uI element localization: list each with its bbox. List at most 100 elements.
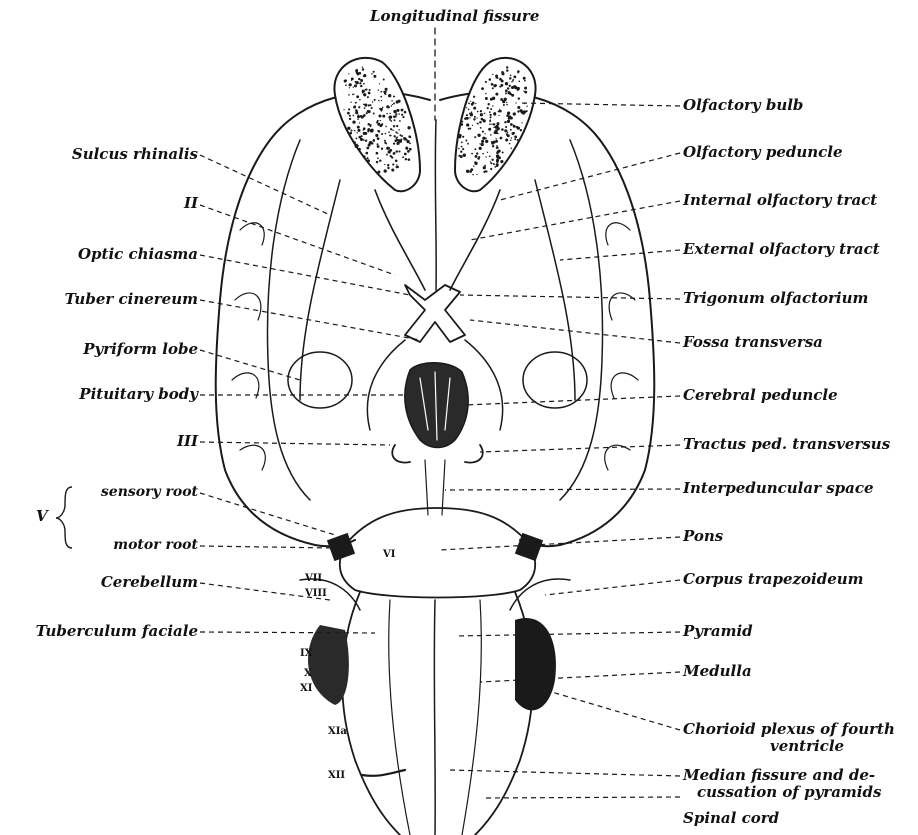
- bulb-speckle: [458, 155, 460, 157]
- bulb-speckle: [373, 71, 375, 73]
- bulb-speckle: [485, 133, 486, 134]
- bulb-speckle: [522, 112, 525, 115]
- bulb-speckle: [469, 113, 471, 115]
- bulb-speckle: [392, 104, 393, 105]
- bulb-speckle: [504, 129, 507, 132]
- bulb-speckle: [502, 100, 505, 103]
- bulb-speckle: [388, 94, 391, 97]
- label-internal-olfactory-tract: Internal olfactory tract: [683, 192, 877, 209]
- bulb-speckle: [466, 107, 467, 108]
- bulb-speckle: [489, 114, 491, 116]
- bulb-speckle: [345, 84, 347, 86]
- numeral-xi: XI: [300, 683, 312, 694]
- bulb-speckle: [460, 123, 463, 126]
- bulb-speckle: [349, 132, 352, 135]
- bulb-speckle: [506, 104, 508, 106]
- bulb-speckle: [352, 94, 354, 96]
- bulb-speckle: [393, 153, 394, 154]
- bulb-speckle: [359, 122, 360, 123]
- bulb-speckle: [367, 96, 369, 98]
- bulb-speckle: [379, 124, 382, 127]
- bulb-speckle: [514, 135, 517, 138]
- bulb-speckle: [348, 108, 350, 110]
- bulb-speckle: [357, 126, 360, 129]
- label-chorioid-plexus-line1: Chorioid plexus of fourth: [683, 721, 895, 738]
- label-tractus-ped-transversus: Tractus ped. transversus: [683, 436, 890, 453]
- bulb-speckle: [368, 110, 371, 113]
- bulb-speckle: [461, 146, 463, 148]
- bulb-speckle: [384, 142, 386, 144]
- bulb-speckle: [355, 81, 358, 84]
- bulb-speckle: [488, 103, 490, 105]
- bulb-speckle: [494, 166, 496, 168]
- bulb-speckle: [377, 137, 380, 140]
- bulb-speckle: [507, 120, 510, 123]
- label-sensory-root: sensory root: [101, 484, 198, 501]
- bulb-speckle: [371, 142, 374, 145]
- bulb-speckle: [481, 140, 484, 143]
- bulb-speckle: [406, 140, 409, 143]
- bulb-speckle: [460, 134, 461, 135]
- bulb-speckle: [510, 129, 512, 131]
- bulb-speckle: [492, 87, 494, 89]
- bulb-speckle: [479, 121, 482, 124]
- bulb-speckle: [399, 120, 401, 122]
- numeral-x: X: [304, 668, 312, 679]
- bulb-speckle: [396, 164, 398, 166]
- bulb-speckle: [509, 85, 511, 87]
- bulb-speckle: [378, 100, 380, 102]
- bulb-speckle: [513, 125, 516, 128]
- bulb-speckle: [524, 87, 527, 90]
- label-longitudinal-fissure: Longitudinal fissure: [370, 8, 539, 25]
- bulb-speckle: [382, 107, 384, 109]
- bulb-speckle: [490, 108, 492, 110]
- bulb-speckle: [497, 122, 500, 125]
- bulb-speckle: [517, 87, 520, 90]
- bulb-speckle: [513, 112, 516, 115]
- bulb-speckle: [370, 126, 371, 127]
- bulb-speckle: [363, 139, 365, 141]
- bulb-speckle: [358, 129, 360, 131]
- bulb-speckle: [377, 171, 380, 174]
- bulb-speckle: [398, 150, 400, 152]
- bulb-speckle: [491, 83, 494, 86]
- bulb-speckle: [371, 73, 373, 75]
- bulb-speckle: [491, 123, 493, 125]
- bulb-speckle: [499, 86, 501, 88]
- bulb-speckle: [395, 160, 398, 163]
- bulb-speckle: [518, 71, 520, 73]
- bulb-speckle: [495, 131, 498, 134]
- bulb-speckle: [376, 161, 378, 163]
- bulb-speckle: [485, 93, 486, 94]
- bulb-speckle: [511, 81, 513, 83]
- bulb-speckle: [389, 113, 390, 114]
- bulb-speckle: [485, 140, 488, 143]
- bulb-speckle: [383, 91, 385, 93]
- bulb-speckle: [475, 103, 476, 104]
- bulb-speckle: [375, 134, 378, 137]
- bulb-speckle: [358, 72, 361, 75]
- bulb-speckle: [484, 113, 486, 115]
- bulb-speckle: [492, 105, 493, 106]
- label-external-olfactory-tract: External olfactory tract: [683, 241, 880, 258]
- bulb-speckle: [506, 69, 508, 71]
- label-pituitary-body: Pituitary body: [79, 386, 198, 403]
- bulb-speckle: [495, 93, 498, 96]
- bulb-speckle: [389, 135, 391, 137]
- bulb-speckle: [400, 138, 402, 140]
- bulb-speckle: [513, 132, 515, 134]
- bulb-speckle: [367, 159, 370, 162]
- bulb-speckle: [392, 130, 394, 132]
- bulb-speckle: [491, 159, 493, 161]
- bulb-speckle: [380, 108, 383, 111]
- bulb-speckle: [503, 104, 505, 106]
- bulb-speckle: [489, 121, 491, 123]
- bulb-speckle: [365, 140, 367, 142]
- bulb-speckle: [493, 84, 496, 87]
- bulb-speckle: [386, 154, 388, 156]
- bulb-speckle: [515, 76, 517, 78]
- bulb-speckle: [388, 150, 391, 153]
- bulb-speckle: [509, 77, 511, 79]
- bulb-speckle: [410, 136, 412, 138]
- bulb-speckle: [363, 155, 365, 157]
